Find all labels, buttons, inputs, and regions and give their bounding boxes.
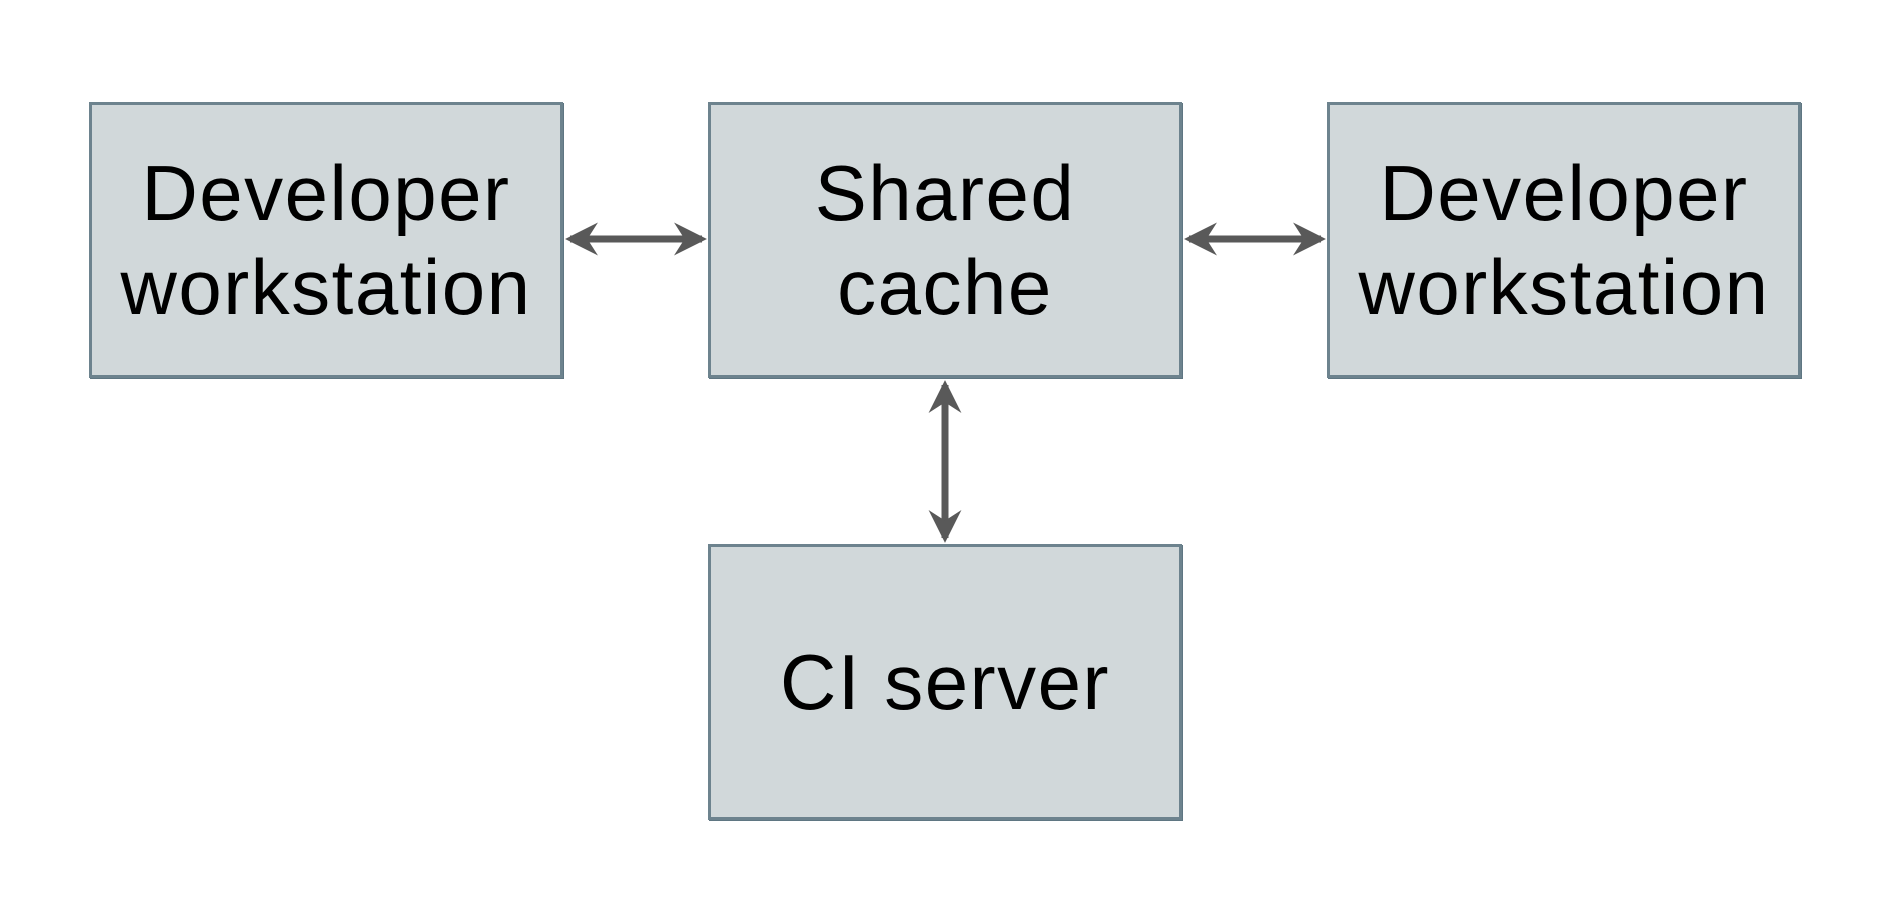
node-ci-server: CI server — [708, 544, 1182, 820]
node-label-line: Shared — [814, 149, 1076, 237]
double-arrow-cache-to-ci-server — [928, 380, 962, 543]
node-developer-workstation-left: Developer workstation — [89, 102, 563, 378]
double-arrow-left-workstation-to-cache — [565, 222, 707, 256]
node-shared-cache: Shared cache — [708, 102, 1182, 378]
node-label-line: workstation — [120, 243, 532, 331]
node-label-line: CI server — [780, 638, 1110, 726]
node-developer-workstation-right: Developer workstation — [1327, 102, 1801, 378]
node-label-line: Developer — [141, 149, 511, 237]
node-label-line: cache — [837, 243, 1053, 331]
double-arrow-cache-to-right-workstation — [1184, 222, 1326, 256]
node-label-line: Developer — [1379, 149, 1749, 237]
node-label-line: workstation — [1358, 243, 1770, 331]
